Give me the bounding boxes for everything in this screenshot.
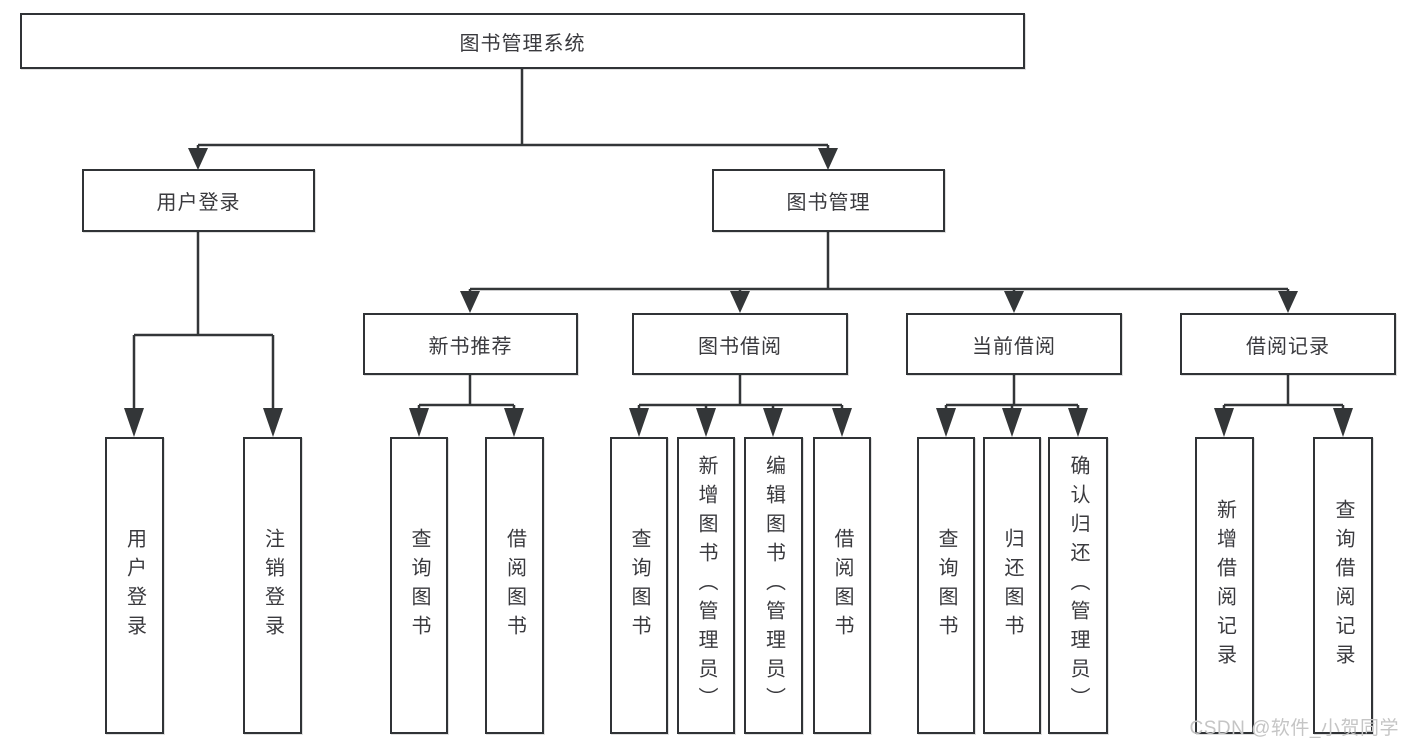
arrowhead — [832, 408, 852, 437]
node-root-book-management-system: 图书管理系统 — [20, 13, 1025, 69]
arrowhead — [763, 408, 783, 437]
leaf-logout: 注销登录 — [243, 437, 302, 734]
node-label: 借阅图书 — [831, 527, 853, 644]
arrowhead — [818, 148, 838, 170]
arrowhead — [1068, 408, 1088, 437]
node-book-management: 图书管理 — [712, 169, 945, 232]
node-label: 注销登录 — [261, 527, 284, 644]
node-label: 用户登录 — [123, 527, 146, 644]
leaf-user-login: 用户登录 — [105, 437, 164, 734]
node-label: 查询借阅记录 — [1332, 498, 1354, 673]
leaf-newbooks-borrow-books: 借阅图书 — [485, 437, 544, 734]
leaf-records-add-record: 新增借阅记录 — [1195, 437, 1254, 734]
node-label: 查询图书 — [628, 527, 650, 644]
node-label: 查询图书 — [408, 527, 430, 644]
arrowhead — [263, 408, 283, 437]
arrowhead — [124, 408, 144, 437]
arrowhead — [629, 408, 649, 437]
arrowhead — [409, 408, 429, 437]
leaf-records-query-record: 查询借阅记录 — [1313, 437, 1373, 734]
node-label: 编辑图书（管理员） — [762, 455, 785, 716]
leaf-borrowing-edit-books-admin: 编辑图书（管理员） — [744, 437, 803, 734]
node-user-login: 用户登录 — [82, 169, 315, 232]
node-label: 确认归还（管理员） — [1067, 455, 1089, 716]
arrowhead — [188, 148, 208, 170]
node-label: 新增图书（管理员） — [695, 455, 717, 716]
node-label: 图书借阅 — [698, 335, 782, 358]
node-label: 借阅记录 — [1246, 335, 1330, 358]
node-label: 用户登录 — [156, 192, 241, 214]
node-label: 图书管理系统 — [459, 32, 586, 55]
node-book-borrowing: 图书借阅 — [632, 313, 848, 375]
leaf-newbooks-query-books: 查询图书 — [390, 437, 448, 734]
node-label: 归还图书 — [1001, 527, 1023, 644]
arrowhead — [936, 408, 956, 437]
node-borrowing-records: 借阅记录 — [1180, 313, 1396, 375]
node-label: 图书管理 — [786, 192, 871, 214]
leaf-borrowing-add-books-admin: 新增图书（管理员） — [677, 437, 735, 734]
leaf-current-confirm-return-admin: 确认归还（管理员） — [1048, 437, 1108, 734]
node-label: 查询图书 — [935, 527, 957, 644]
arrowhead — [1333, 408, 1353, 437]
connector-newbooks-to-leaves — [409, 375, 524, 437]
leaf-current-query-books: 查询图书 — [917, 437, 975, 734]
node-label: 当前借阅 — [972, 335, 1056, 358]
arrowhead — [460, 291, 480, 313]
arrowhead — [1002, 408, 1022, 437]
arrowhead — [504, 408, 524, 437]
arrowhead — [1214, 408, 1234, 437]
connector-root-to-level1 — [188, 69, 838, 170]
connector-current-to-leaves — [936, 375, 1088, 437]
leaf-borrowing-borrow-books: 借阅图书 — [813, 437, 871, 734]
arrowhead — [730, 291, 750, 313]
csdn-watermark: CSDN @软件_小贺同学 — [1189, 718, 1399, 739]
leaf-current-return-books: 归还图书 — [983, 437, 1041, 734]
connector-books-to-level2 — [460, 232, 1298, 313]
arrowhead — [1004, 291, 1024, 313]
leaf-borrowing-query-books: 查询图书 — [610, 437, 668, 734]
connector-borrowing-to-leaves — [629, 375, 852, 437]
connector-records-to-leaves — [1214, 375, 1353, 437]
node-label: 借阅图书 — [503, 527, 526, 644]
connector-user-to-leaves — [124, 232, 283, 437]
node-new-book-recommendation: 新书推荐 — [363, 313, 578, 375]
arrowhead — [1278, 291, 1298, 313]
node-label: 新增借阅记录 — [1213, 498, 1236, 673]
node-current-borrowing: 当前借阅 — [906, 313, 1122, 375]
arrowhead — [696, 408, 716, 437]
node-label: 新书推荐 — [428, 335, 513, 358]
